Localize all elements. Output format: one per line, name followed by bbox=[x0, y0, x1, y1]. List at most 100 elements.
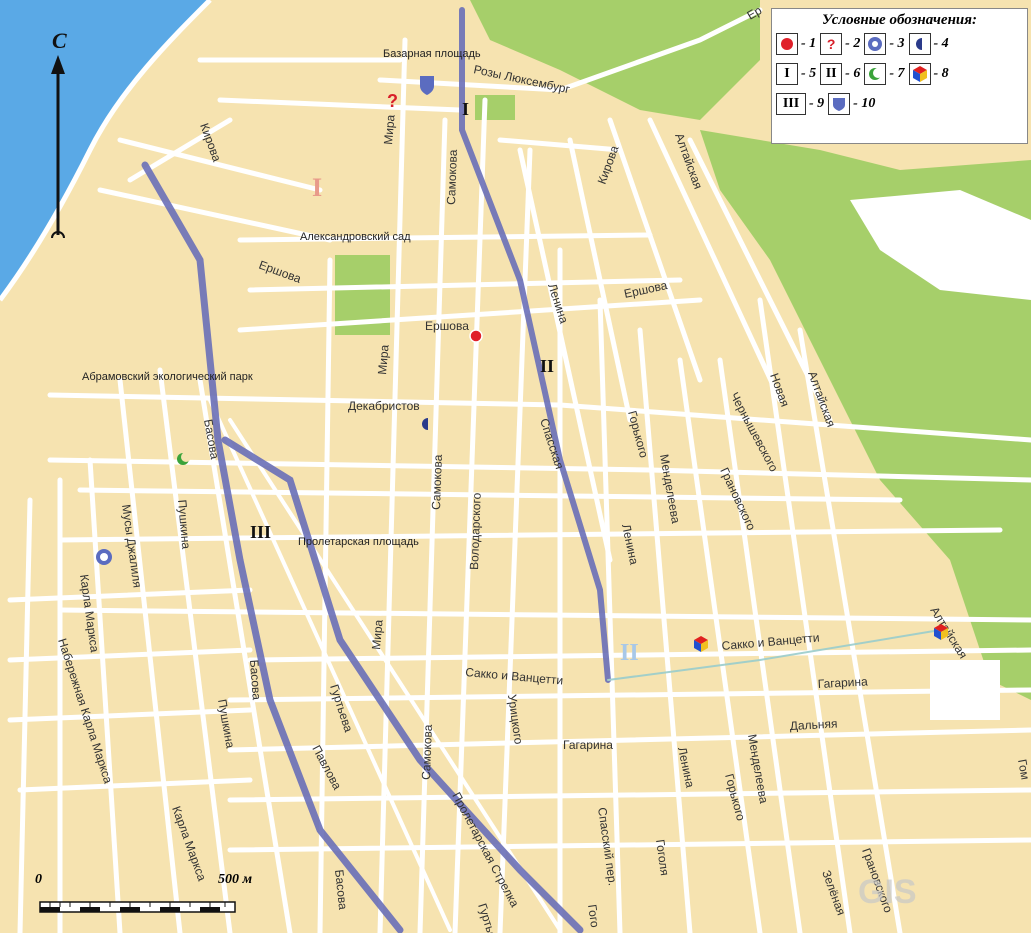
street-musy: Мусы Джалиля bbox=[119, 503, 145, 588]
marker-8-cube-1[interactable] bbox=[694, 636, 708, 652]
street-edge1: Ер bbox=[745, 3, 765, 23]
place-alexsad: Александровский сад bbox=[300, 231, 411, 243]
legend-num: - 6 bbox=[845, 66, 861, 81]
legend-item-1: - 1 bbox=[776, 33, 816, 55]
legend-num: - 7 bbox=[889, 66, 905, 81]
place-abramov: Абрамовский экологический парк bbox=[82, 371, 253, 383]
white-blocks bbox=[850, 190, 1031, 300]
half-disc-icon bbox=[908, 33, 931, 55]
legend-item-3: - 3 bbox=[864, 33, 905, 55]
roman-one-icon: I bbox=[776, 63, 798, 85]
street-basova2: Басова bbox=[247, 659, 264, 700]
river-bank bbox=[0, 0, 212, 302]
street-pushkina: Пушкина bbox=[175, 499, 193, 550]
legend-item-7: - 7 bbox=[864, 63, 905, 85]
street-mira2: Мира bbox=[375, 344, 392, 375]
zone-label-1: I bbox=[462, 99, 469, 119]
shield-icon bbox=[828, 93, 851, 115]
legend-item-4: - 4 bbox=[908, 33, 949, 55]
legend-item-10: - 10 bbox=[828, 93, 875, 115]
north-label: С bbox=[52, 28, 67, 53]
street-edge2: Гого bbox=[585, 903, 602, 928]
legend-row-1: - 1 ? - 2 - 3 - 4 bbox=[772, 29, 1027, 59]
street-dalnyaya: Дальняя bbox=[789, 717, 837, 733]
roman-three-icon: III bbox=[776, 93, 806, 115]
legend-row-3: III - 9 - 10 bbox=[772, 89, 1027, 119]
zone-line-1 bbox=[459, 7, 611, 683]
marker-7-crescent[interactable] bbox=[177, 452, 191, 465]
legend-num: - 4 bbox=[933, 36, 949, 51]
street-sacco2: Сакко и Ванцетти bbox=[721, 630, 820, 653]
scale-bar bbox=[39, 901, 236, 913]
zone-label-2: II bbox=[540, 356, 554, 376]
park-square bbox=[475, 95, 515, 120]
street-mendeleeva: Менделеева bbox=[657, 453, 683, 525]
legend-num: - 5 bbox=[801, 66, 817, 81]
street-mira: Мира bbox=[381, 114, 398, 145]
legend-num: - 8 bbox=[933, 66, 949, 81]
zone-line-2 bbox=[141, 161, 404, 933]
medallion-icon bbox=[864, 33, 887, 55]
river bbox=[0, 0, 210, 300]
scale-zero-label: 0 bbox=[35, 872, 42, 887]
marker-1-circle[interactable] bbox=[469, 329, 483, 343]
legend-row-2: I - 5 II - 6 - 7 - 8 bbox=[772, 59, 1027, 89]
street-samokova: Самокова bbox=[444, 149, 460, 205]
legend-item-9: III - 9 bbox=[776, 93, 824, 115]
street-ershova: Ершова bbox=[257, 258, 303, 286]
zone-label-1b: I bbox=[312, 173, 322, 202]
scale-end-label: 500 м bbox=[218, 872, 253, 887]
gis-watermark: GIS bbox=[858, 873, 917, 911]
marker-8-cube-2[interactable] bbox=[934, 624, 948, 640]
legend-num: - 9 bbox=[809, 96, 825, 111]
legend-item-8: - 8 bbox=[908, 63, 949, 85]
street-lenina2: Ленина bbox=[619, 523, 641, 567]
crescent-icon bbox=[864, 63, 887, 85]
legend-num: - 3 bbox=[889, 36, 905, 51]
streets bbox=[7, 7, 1031, 933]
zone-boundaries bbox=[141, 7, 941, 933]
legend-num: - 1 bbox=[801, 36, 817, 51]
street-samokova2: Самокова bbox=[429, 454, 445, 510]
legend-num: - 10 bbox=[853, 96, 876, 111]
marker-10-shield[interactable] bbox=[420, 76, 434, 95]
street-basova3: Басова bbox=[332, 869, 350, 911]
north-arrow: С bbox=[51, 28, 67, 239]
street-gogolya: Гоголя bbox=[653, 838, 672, 876]
street-pavlova: Павлова bbox=[309, 743, 344, 792]
street-samokova3: Самокова bbox=[419, 724, 435, 780]
zone-line-3 bbox=[221, 436, 584, 933]
place-proletarskaya: Пролетарская площадь bbox=[298, 536, 419, 548]
street-sacco: Сакко и Ванцетти bbox=[465, 665, 564, 688]
street-gorkogo2: Горького bbox=[722, 772, 748, 822]
zone-label-3: III bbox=[250, 522, 271, 542]
street-pushkina2: Пушкина bbox=[215, 698, 237, 750]
legend-num: - 2 bbox=[845, 36, 861, 51]
cube-icon bbox=[908, 63, 931, 85]
street-uritskogo: Урицкого bbox=[505, 693, 526, 745]
place-bazaar: Базарная площадь bbox=[383, 48, 481, 60]
marker-2-question[interactable]: ? bbox=[387, 91, 398, 111]
marker-3-medallion[interactable] bbox=[96, 549, 112, 565]
legend-item-6: II - 6 bbox=[820, 63, 860, 85]
legend-item-5: I - 5 bbox=[776, 63, 816, 85]
park-north bbox=[470, 0, 760, 120]
zone-line-4 bbox=[607, 629, 941, 681]
street-ershova2: Ершова bbox=[425, 319, 469, 333]
street-lenina: Ленина bbox=[545, 282, 571, 326]
legend-title: Условные обозначения: bbox=[822, 12, 977, 28]
street-volodarskogo: Володарского bbox=[467, 492, 484, 570]
street-edge3: Гом bbox=[1015, 758, 1031, 781]
map-legend: Условные обозначения: - 1 ? - 2 - 3 - 4 … bbox=[771, 8, 1028, 144]
marker-4-halfdisc[interactable] bbox=[422, 418, 428, 430]
red-circle-icon bbox=[776, 33, 798, 55]
street-dekabristov: Декабристов bbox=[348, 399, 420, 413]
zone-label-2b: II bbox=[620, 640, 639, 666]
street-mira3: Мира bbox=[369, 619, 386, 650]
street-gagarina: Гагарина bbox=[563, 738, 613, 752]
street-gagarina2: Гагарина bbox=[817, 674, 868, 691]
roman-two-icon: II bbox=[820, 63, 843, 85]
legend-item-2: ? - 2 bbox=[820, 33, 860, 55]
